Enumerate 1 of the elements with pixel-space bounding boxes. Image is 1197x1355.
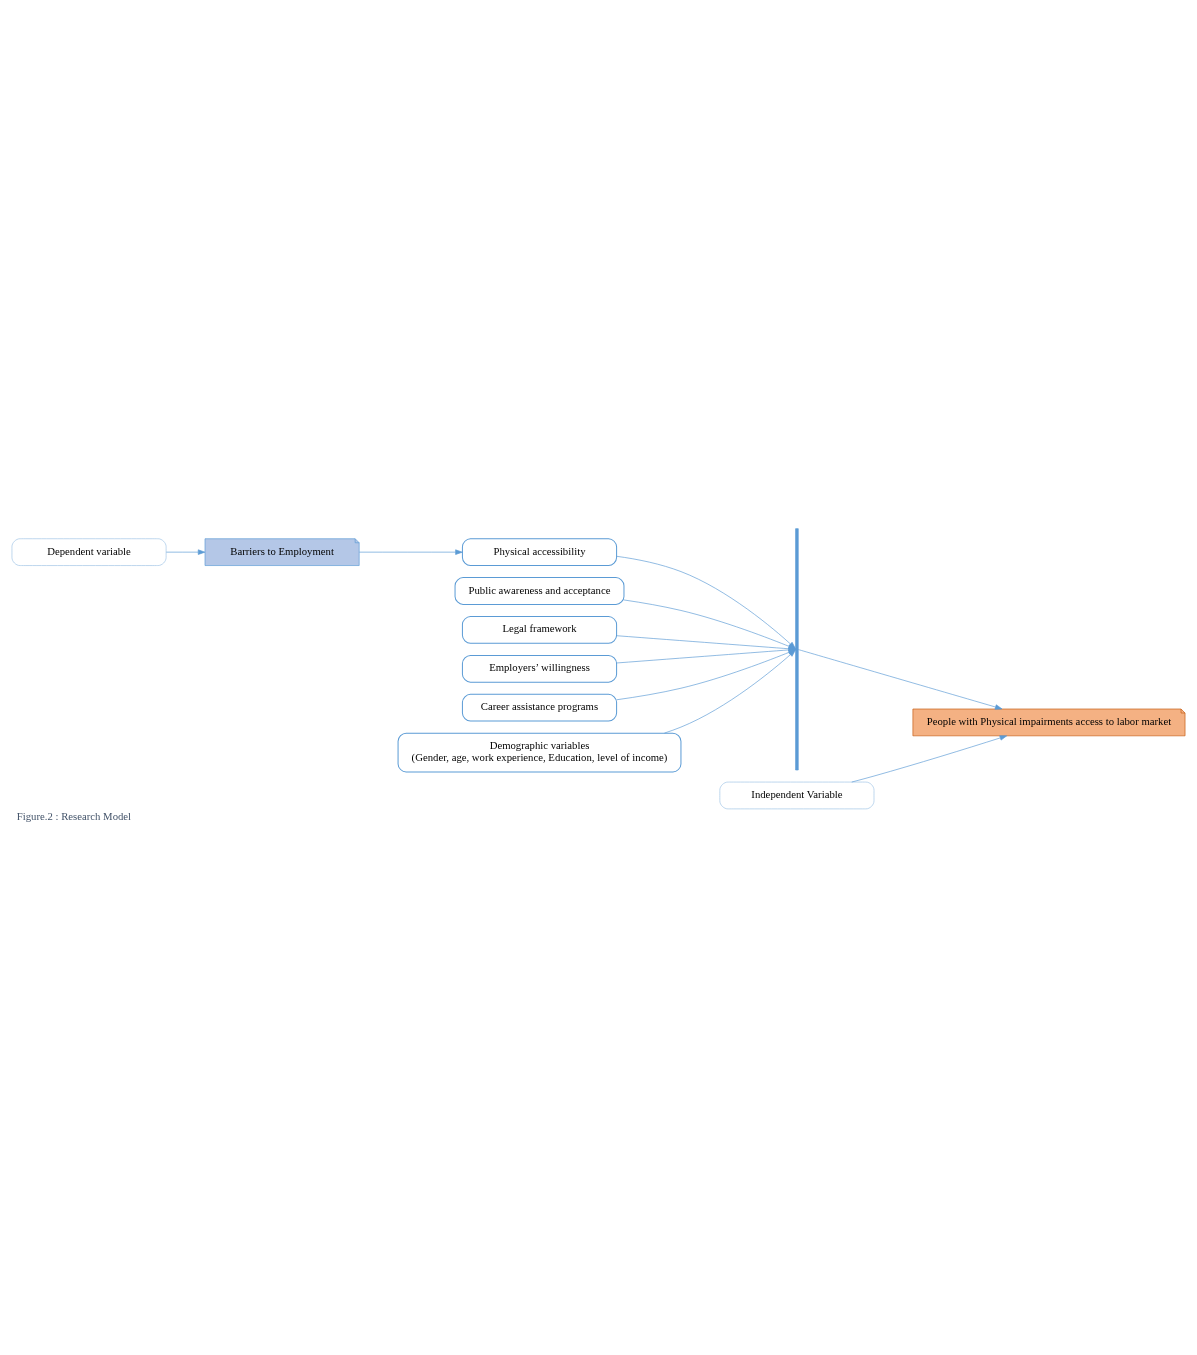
caption: Figure.2 : Research Model <box>16 810 132 823</box>
